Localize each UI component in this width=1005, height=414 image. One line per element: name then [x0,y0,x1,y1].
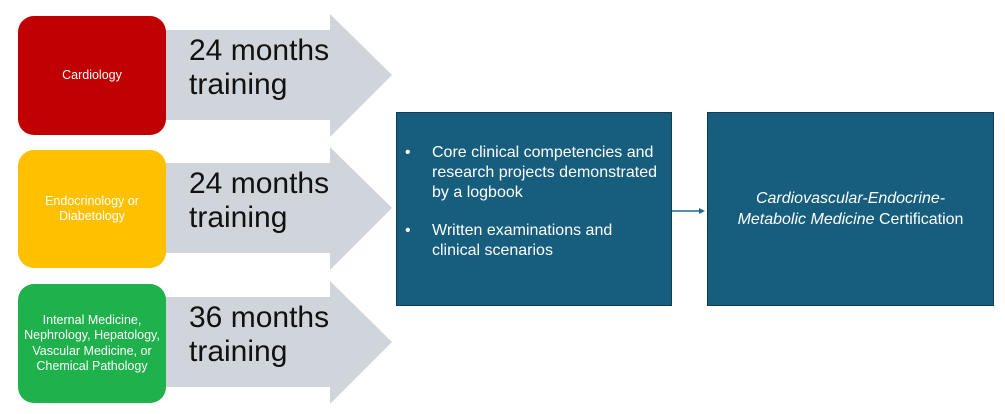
training-arrow-1 [160,14,392,137]
specialty-box-cardiology: Cardiology [18,16,166,135]
specialty-label: Cardiology [62,68,122,82]
duration-label-3: 36 months training [189,301,329,369]
duration-training: training [189,335,288,368]
requirement-text: Core clinical competencies and research … [432,144,657,201]
duration-months: 24 months [189,34,330,67]
requirement-text: Written examinations and clinical scenar… [432,222,613,259]
duration-months: 24 months [189,167,330,200]
duration-months: 36 months [189,301,330,334]
requirement-item: • Core clinical competencies and researc… [405,143,659,203]
requirement-item: • Written examinations and clinical scen… [405,221,659,261]
training-arrow-3 [160,281,392,404]
certification-box: Cardiovascular-Endocrine-Metabolic Medic… [707,112,994,306]
specialty-label: Internal Medicine, Nephrology, Hepatolog… [24,312,160,374]
duration-training: training [189,201,288,234]
bullet-icon: • [405,222,411,239]
requirements-list: • Core clinical competencies and researc… [405,143,659,261]
certification-title: Cardiovascular-Endocrine-Metabolic Medic… [726,188,975,230]
specialty-box-endocrinology: Endocrinology or Diabetology [18,150,166,268]
bullet-icon: • [405,144,411,161]
certification-program-name: Cardiovascular-Endocrine-Metabolic Medic… [737,190,946,228]
certification-suffix: Certification [874,211,964,228]
requirements-box: • Core clinical competencies and researc… [396,112,672,306]
specialty-label: Endocrinology or Diabetology [45,194,139,223]
duration-training: training [189,68,288,101]
duration-label-1: 24 months training [189,34,329,102]
training-arrow-2 [160,147,392,270]
arrowhead-icon [699,208,705,214]
duration-label-2: 24 months training [189,167,329,235]
specialty-box-internal-medicine: Internal Medicine, Nephrology, Hepatolog… [18,284,166,403]
